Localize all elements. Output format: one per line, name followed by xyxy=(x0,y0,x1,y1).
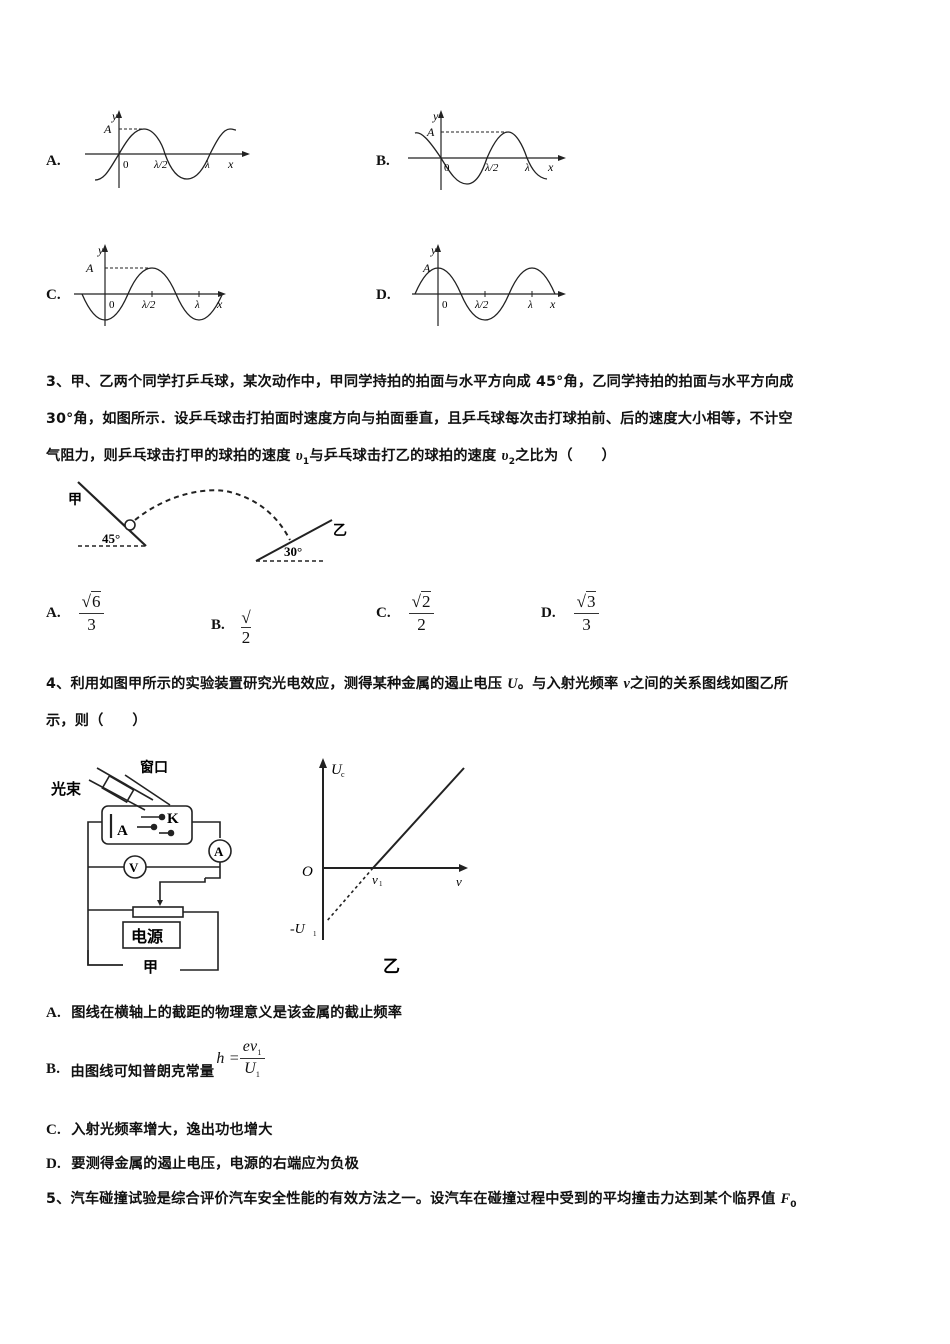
q4-option-a[interactable]: A. 图线在横轴上的截距的物理意义是该金属的截止频率 xyxy=(46,1005,403,1021)
svg-text:λ: λ xyxy=(204,159,210,171)
svg-text:y: y xyxy=(430,243,437,257)
svg-text:λ: λ xyxy=(527,299,533,311)
svg-text:A: A xyxy=(117,823,128,839)
svg-text:窗口: 窗口 xyxy=(140,759,168,776)
q2-option-b-label[interactable]: B. xyxy=(376,153,390,169)
svg-text:1: 1 xyxy=(313,930,317,938)
svg-text:乙: 乙 xyxy=(383,957,400,976)
svg-text:y: y xyxy=(432,109,439,123)
svg-text:x: x xyxy=(547,160,554,174)
svg-text:甲: 甲 xyxy=(143,959,158,976)
svg-text:λ/2: λ/2 xyxy=(153,159,168,171)
q4-option-d[interactable]: D. 要测得金属的遏止电压，电源的右端应为负极 xyxy=(46,1156,360,1172)
svg-text:1: 1 xyxy=(379,880,383,888)
q5-stem-line1: 5、汽车碰撞试验是综合评价汽车安全性能的有效方法之一。设汽车在碰撞过程中受到的平… xyxy=(46,1191,797,1210)
q2-option-d-graph: y A 0 λ/2 λ x xyxy=(412,243,566,326)
svg-text:甲: 甲 xyxy=(68,492,82,508)
q4-option-b[interactable]: B. 由图线可知普朗克常量 h = ev1 U1 xyxy=(46,1038,265,1081)
svg-text:λ: λ xyxy=(194,299,200,311)
svg-text:λ/2: λ/2 xyxy=(474,299,489,311)
svg-text:x: x xyxy=(227,157,234,171)
svg-text:V: V xyxy=(129,860,139,875)
svg-text:U: U xyxy=(331,762,343,778)
q4-stem-line1: 4、利用如图甲所示的实验装置研究光电效应，测得某种金属的遏止电压 U。与入射光频… xyxy=(46,676,789,692)
planck-formula: h = ev1 U1 xyxy=(216,1038,265,1079)
svg-text:45°: 45° xyxy=(102,531,120,546)
q2-option-b-graph: y A 0 λ/2 λ x xyxy=(408,109,566,190)
svg-text:-U: -U xyxy=(290,922,306,937)
y-axis-label: y xyxy=(111,109,118,123)
svg-text:电源: 电源 xyxy=(131,927,163,946)
svg-text:0: 0 xyxy=(123,159,129,171)
ball-icon xyxy=(124,519,136,531)
q2-option-a-graph: y A 0 λ/2 λ x xyxy=(85,109,250,188)
svg-text:A: A xyxy=(426,125,435,139)
q3-paddle-figure: 甲 乙 45° 30° xyxy=(68,481,347,562)
svg-text:乙: 乙 xyxy=(333,523,347,539)
q4-stem-line2: 示，则（ ） xyxy=(46,713,147,729)
svg-text:A: A xyxy=(422,261,431,275)
svg-text:c: c xyxy=(341,770,345,779)
svg-text:A: A xyxy=(85,261,94,275)
svg-text:λ/2: λ/2 xyxy=(484,162,499,174)
svg-text:30°: 30° xyxy=(284,544,302,559)
svg-text:x: x xyxy=(549,297,556,311)
q3-option-b[interactable]: B. √2 xyxy=(211,608,252,647)
svg-text:0: 0 xyxy=(444,162,450,174)
svg-text:x: x xyxy=(216,297,223,311)
svg-text:v: v xyxy=(372,872,378,887)
q4-circuit-figure-jia: 窗口 光束 A K V A 电源 甲 xyxy=(50,759,232,976)
svg-text:v: v xyxy=(456,874,462,889)
q2-option-a-label[interactable]: A. xyxy=(46,153,61,169)
q3-stem-line2: 30°角，如图所示．设乒乓球击打拍面时速度方向与拍面垂直，且乒乓球每次击打球拍前… xyxy=(46,411,793,427)
svg-text:O: O xyxy=(302,864,313,880)
svg-text:0: 0 xyxy=(109,299,115,311)
q2-option-c-graph: y A 0 λ/2 λ x xyxy=(74,243,226,326)
svg-text:A: A xyxy=(214,844,224,859)
q4-option-c[interactable]: C. 入射光频率增大，逸出功也增大 xyxy=(46,1122,273,1138)
svg-text:y: y xyxy=(97,243,104,257)
svg-text:λ/2: λ/2 xyxy=(141,299,156,311)
svg-text:λ: λ xyxy=(524,162,530,174)
q3-stem-line3: 气阻力，则乒乓球击打甲的球拍的速度 υ1与乒乓球击打乙的球拍的速度 υ2之比为（… xyxy=(46,448,616,467)
svg-text:0: 0 xyxy=(442,299,448,311)
q2-option-c-label[interactable]: C. xyxy=(46,287,61,303)
svg-text:光束: 光束 xyxy=(50,780,82,798)
svg-text:K: K xyxy=(167,811,179,827)
svg-text:A: A xyxy=(103,122,112,136)
q3-stem-line1: 3、甲、乙两个同学打乒乓球，某次动作中，甲同学持拍的拍面与水平方向成 45°角，… xyxy=(46,374,794,390)
q2-option-d-label[interactable]: D. xyxy=(376,287,391,303)
q4-graph-yi: U c O v 1 v -U 1 乙 xyxy=(290,758,468,976)
